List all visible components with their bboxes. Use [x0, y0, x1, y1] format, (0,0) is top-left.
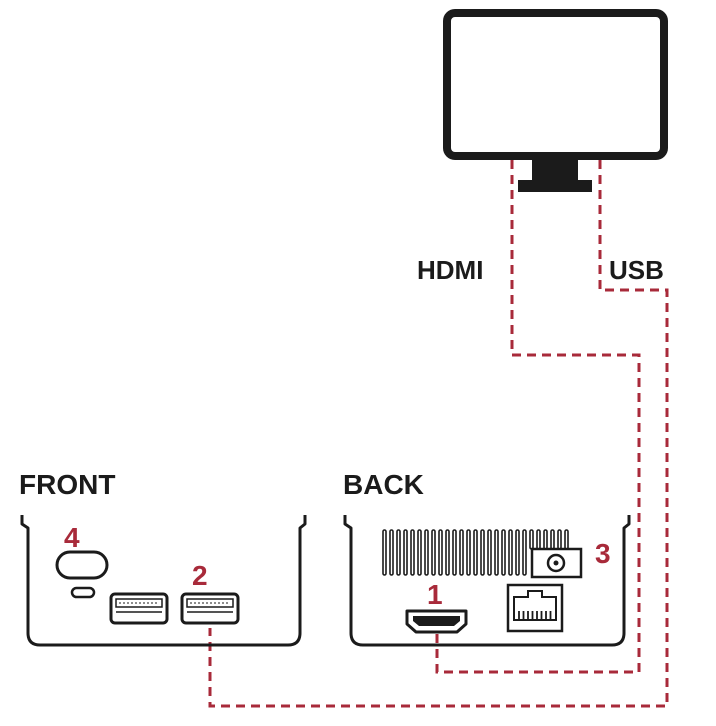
- vent-slot: [396, 529, 401, 576]
- vent-slot: [529, 529, 534, 550]
- vent-slot: [522, 529, 527, 576]
- vent-slot: [459, 529, 464, 576]
- back-panel: [343, 515, 631, 647]
- monitor-icon: [443, 9, 668, 192]
- front-heading: FRONT: [19, 469, 115, 500]
- vent-slot: [431, 529, 436, 576]
- monitor-neck: [532, 158, 578, 182]
- usb-label: USB: [609, 255, 664, 285]
- vent-slot: [466, 529, 471, 576]
- vent-slot: [445, 529, 450, 576]
- usb-cable: [208, 160, 669, 708]
- front-panel: [20, 515, 307, 647]
- vent-slots: [382, 529, 569, 576]
- vent-slot: [473, 529, 478, 576]
- vent-slot: [557, 529, 562, 550]
- hdmi-cable: [435, 160, 641, 674]
- callout-power-button: 4: [64, 522, 80, 553]
- monitor-base: [518, 180, 592, 192]
- vent-slot: [543, 529, 548, 550]
- vent-slot: [494, 529, 499, 576]
- back-heading: BACK: [343, 469, 424, 500]
- power-led-icon: [70, 586, 96, 599]
- callout-dc-in: 3: [595, 538, 611, 569]
- vent-slot: [564, 529, 569, 550]
- usb-port-icon: [180, 592, 240, 625]
- hdmi-port-icon: [405, 609, 468, 634]
- vent-slot: [452, 529, 457, 576]
- vent-slot: [438, 529, 443, 576]
- monitor-screen: [443, 9, 668, 160]
- dc-in-icon: [530, 547, 583, 579]
- vent-slot: [410, 529, 415, 576]
- callout-usb-port: 2: [192, 560, 208, 591]
- vent-slot: [417, 529, 422, 576]
- callout-hdmi-port: 1: [427, 579, 443, 610]
- vent-slot: [382, 529, 387, 576]
- vent-slot: [403, 529, 408, 576]
- vent-slot: [508, 529, 513, 576]
- vent-slot: [424, 529, 429, 576]
- ethernet-port-icon: [506, 583, 564, 633]
- vent-slot: [550, 529, 555, 550]
- vent-slot: [515, 529, 520, 576]
- usb-port-icon: [109, 592, 169, 625]
- power-button-icon: [55, 550, 109, 580]
- vent-slot: [480, 529, 485, 576]
- vent-slot: [501, 529, 506, 576]
- hdmi-label: HDMI: [417, 255, 483, 285]
- vent-slot: [536, 529, 541, 550]
- vent-slot: [487, 529, 492, 576]
- vent-slot: [389, 529, 394, 576]
